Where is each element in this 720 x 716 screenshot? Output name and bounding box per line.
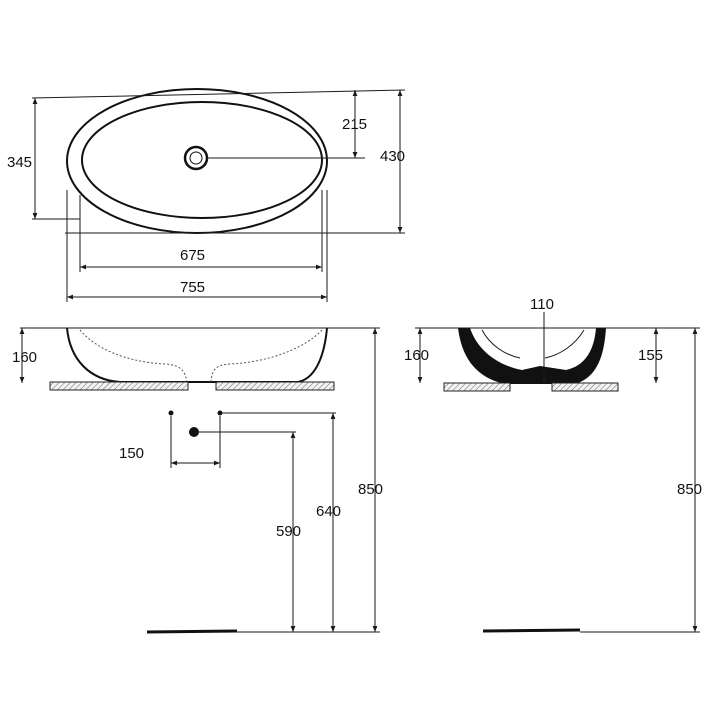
waste-outlet-icon (183, 145, 209, 171)
plan-view: 345 215 430 675 755 (7, 88, 405, 302)
floor-line-side (482, 628, 581, 633)
dim-850-side-label: 850 (677, 481, 702, 498)
basin-inner-bowl (81, 101, 323, 219)
countertop (49, 381, 189, 391)
dim-345-label: 345 (7, 154, 32, 171)
basin-outer-rim (66, 88, 328, 234)
dim-150-label: 150 (119, 445, 144, 462)
basin-front-profile (66, 327, 328, 383)
dim-675-label: 675 (180, 247, 205, 264)
dim-430-label: 430 (380, 148, 405, 165)
front-view: 160 150 590 640 850 (12, 327, 383, 634)
waste-point-main (189, 427, 199, 437)
floor-line-front (146, 629, 238, 634)
dim-110-label: 110 (530, 296, 554, 313)
basin-front-inner-hidden (79, 329, 188, 383)
side-view: 110 160 155 850 (404, 296, 702, 633)
dim-755-label: 755 (180, 279, 205, 296)
dim-215-label: 215 (342, 116, 367, 133)
basin-side-profile-outer (458, 328, 606, 384)
dim-155-label: 155 (638, 347, 663, 364)
dim-590-label: 590 (276, 523, 301, 540)
countertop-side (443, 382, 511, 392)
dim-850-front-label: 850 (358, 481, 383, 498)
waste-point-small (168, 410, 174, 416)
dim-640-label: 640 (316, 503, 341, 520)
dim-160-side-label: 160 (404, 347, 429, 364)
dim-160-front-label: 160 (12, 349, 37, 366)
